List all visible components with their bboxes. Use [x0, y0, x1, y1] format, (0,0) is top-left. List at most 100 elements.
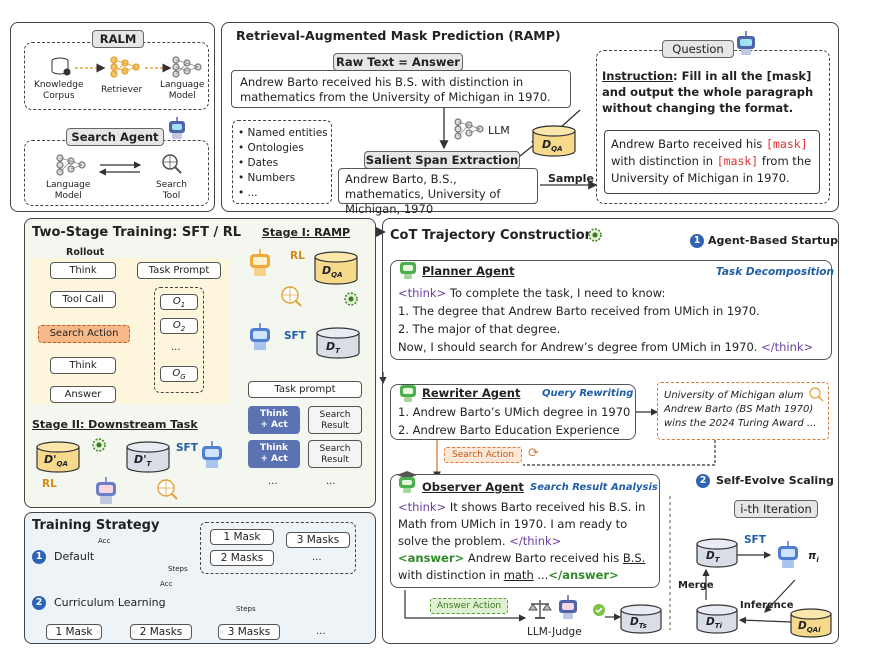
outputs-group [154, 287, 204, 393]
cot-title: CoT Trajectory Construction [390, 228, 594, 243]
startup-number: 1 [690, 234, 704, 248]
result-line-1: University of Michigan alum [664, 390, 804, 401]
planner-line-2: 1. The degree that Andrew Barto received… [398, 304, 760, 318]
planner-line-1: <think> To complete the task, I need to … [398, 286, 666, 300]
dprime-qa-cylinder [34, 440, 82, 480]
robot-icon-8 [398, 381, 418, 407]
mask-options-box [200, 522, 356, 574]
output-ellipsis: ... [171, 342, 181, 353]
acc-label-1: Acc [98, 537, 111, 545]
search-tool-icon [160, 152, 184, 180]
retriever-icon [110, 54, 140, 84]
llm-judge-label: LLM-Judge [527, 626, 582, 638]
raw-text: Andrew Barto received his B.S. with dist… [240, 75, 551, 104]
pi-robot-icon [774, 540, 802, 574]
startup-label: Agent-Based Startup [708, 234, 839, 247]
default-label: Default [54, 550, 95, 563]
curriculum-label: Curriculum Learning [54, 596, 166, 609]
rl-label: RL [290, 250, 305, 262]
globe-icon [280, 285, 302, 311]
ramp-title: Retrieval-Augmented Mask Prediction (RAM… [236, 28, 561, 43]
gear-icon [340, 288, 362, 314]
tool-call-box: Tool Call [50, 291, 116, 308]
robot-icon-5 [198, 440, 226, 474]
pi-label: πi [808, 550, 819, 565]
stage1-ellipsis: ... [268, 476, 278, 487]
planner-box [390, 260, 832, 360]
observer-line-4: <answer> Andrew Barto received his B.S. [398, 551, 646, 565]
entity-item-5: • ... [238, 187, 258, 199]
mask-option-2: 2 Masks [210, 550, 274, 566]
search-result-box-1: Search Result [308, 406, 362, 434]
task-prompt-box-2: Task prompt [248, 381, 362, 398]
observer-title: Observer Agent [422, 480, 524, 494]
observer-line-5: with distinction in math ...</answer> [398, 568, 619, 582]
language-model-label-2: Language Model [46, 180, 91, 201]
raw-text-box: Andrew Barto received his B.S. with dist… [231, 70, 571, 108]
dqa-label: DQA [542, 138, 563, 154]
merge-label: Merge [678, 580, 714, 591]
robot-icon-3 [246, 248, 274, 282]
planner-title: Planner Agent [422, 264, 515, 278]
result-line-3: wins the 2024 Turing Award ... [664, 418, 817, 429]
query-rewriting-label: Query Rewriting [542, 388, 634, 399]
inference-label: Inference [740, 600, 794, 611]
rewriter-line-1: 1. Andrew Barto’s UMich degree in 1970 [398, 405, 631, 419]
search-action-box: Search Action [38, 325, 130, 343]
dti-label: DTi [706, 616, 722, 631]
mask-option-3: 3 Masks [286, 532, 350, 548]
language-model-icon-2 [56, 152, 86, 182]
acc-label-2: Acc [160, 580, 173, 588]
stage1-label: Stage I: RAMP [262, 226, 351, 239]
dprime-t-label: D'T [134, 453, 152, 469]
gear-icon-3 [584, 224, 606, 250]
cot-panel [382, 218, 839, 644]
salient-text: Andrew Barto, B.S., mathematics, Univers… [345, 172, 501, 216]
language-model-icon [172, 54, 202, 84]
rl-label-2: RL [42, 478, 57, 490]
steps-label-1: Steps [168, 565, 188, 573]
planner-line-3: 2. The major of that degree. [398, 322, 561, 336]
sft-label: SFT [284, 330, 306, 342]
database-icon [50, 56, 72, 82]
rollout-label: Rollout [66, 247, 105, 258]
robot-icon-7 [398, 258, 418, 284]
robot-icon-4 [246, 322, 274, 356]
gear-icon-2 [88, 434, 110, 460]
curriculum-ellipsis: ... [316, 626, 326, 637]
search-analysis-label: Search Result Analysis [530, 482, 658, 493]
entity-list [232, 120, 332, 204]
curriculum-step-1: 1 Mask [46, 624, 102, 640]
check-icon [592, 602, 606, 621]
dt-cylinder [314, 326, 362, 366]
observer-line-3: solve the problem. </think> [398, 534, 562, 548]
think-act-box-2: Think + Act [248, 440, 300, 468]
llm-icon [454, 116, 484, 146]
dqai-label: DQAi [798, 620, 821, 635]
think-box-2: Think [50, 357, 116, 374]
llm-label: LLM [488, 124, 510, 137]
think-box-1: Think [50, 262, 116, 279]
entity-item-2: • Ontologies [238, 142, 304, 154]
evolve-number: 2 [696, 474, 710, 488]
dprime-qa-label: D'QA [44, 453, 68, 469]
raw-text-header: Raw Text = Answer [333, 53, 463, 71]
dts-cylinder [618, 604, 664, 640]
ralm-panel [10, 22, 215, 212]
output-o2: O2 [160, 318, 198, 334]
dprime-t-cylinder [124, 440, 172, 480]
sft-label-3: SFT [744, 534, 766, 546]
observer-box [390, 474, 660, 588]
rewriter-box [390, 384, 636, 440]
stage1-ellipsis-2: ... [326, 476, 336, 487]
think-act-box-1: Think + Act [248, 406, 300, 434]
search-result-box: University of Michigan alum Andrew Barto… [657, 382, 829, 440]
entity-item-4: • Numbers [238, 172, 296, 184]
search-agent-title: Search Agent [66, 128, 164, 146]
answer-action-tag: Answer Action [430, 598, 508, 614]
sample-label: Sample [548, 172, 594, 185]
evolve-label: Self-Evolve Scaling [716, 474, 834, 487]
dqa-cylinder-2 [312, 250, 360, 292]
dqa-label-2: DQA [322, 264, 343, 280]
ralm-title: RALM [92, 30, 144, 48]
